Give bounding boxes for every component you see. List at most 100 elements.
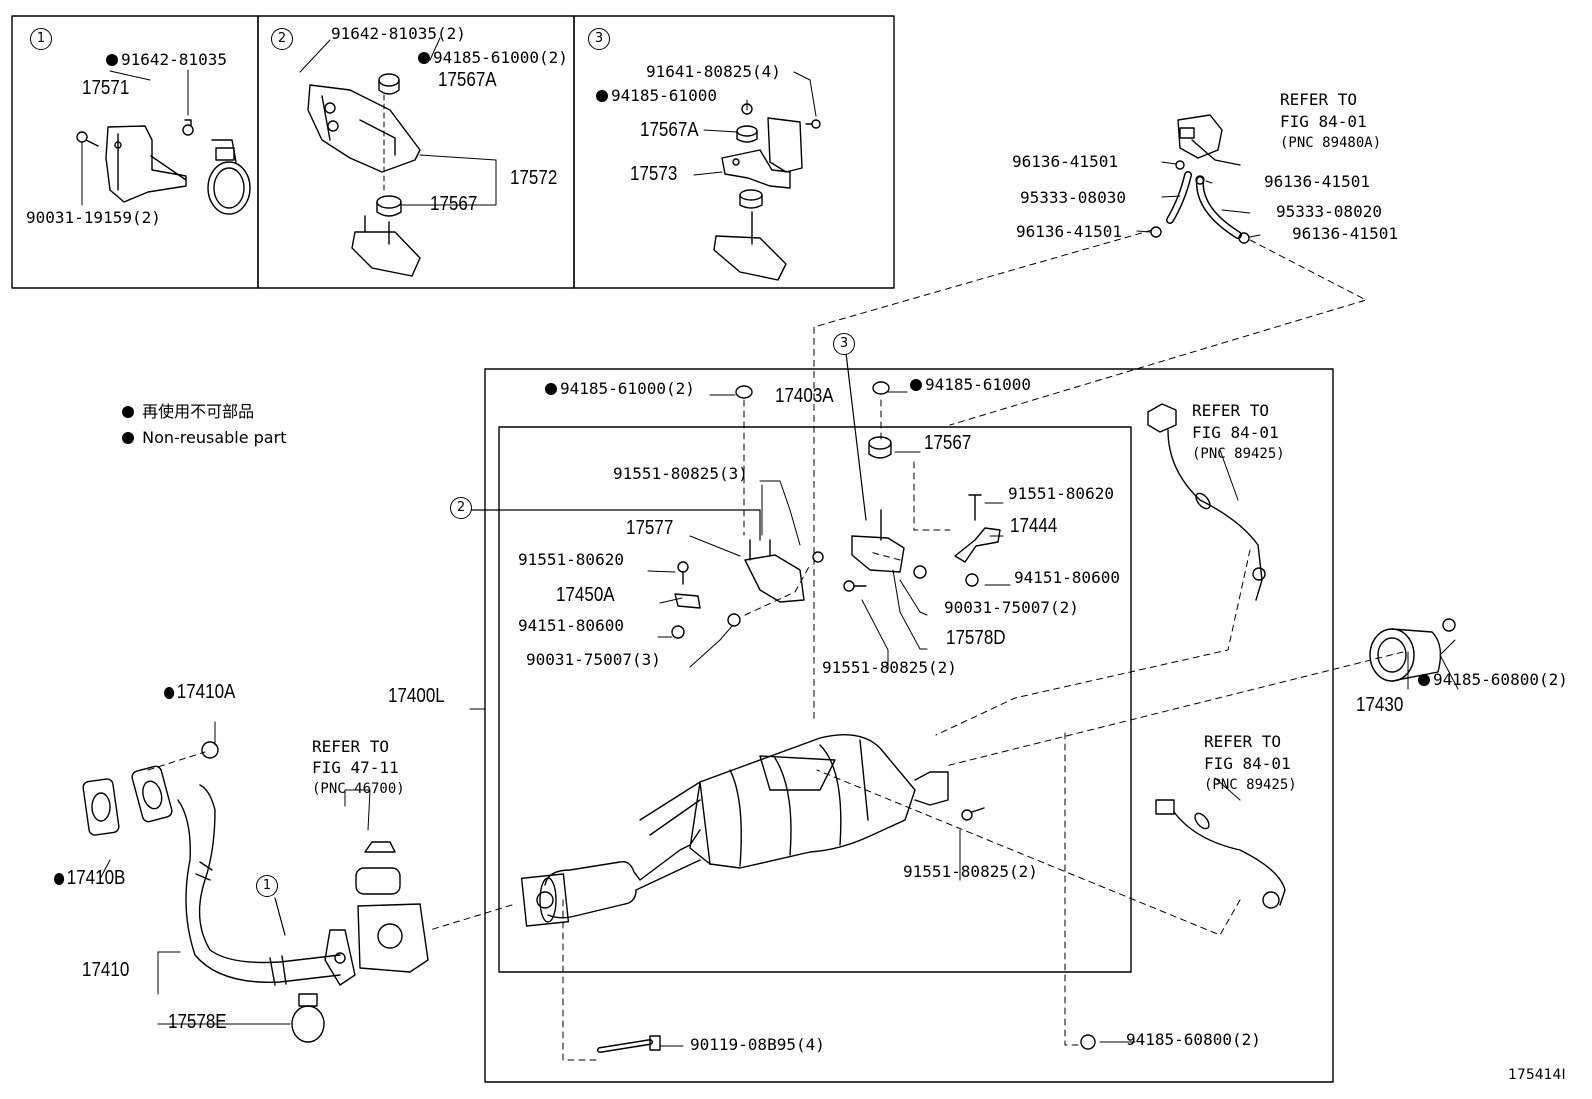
illustration-id: 175414I: [1508, 1067, 1566, 1083]
pnc-ref: (PNC 89480A): [1280, 135, 1382, 151]
clip-96136-41501-b: [1195, 175, 1205, 185]
part-label[interactable]: 94185-61000(2): [545, 381, 695, 397]
part-label[interactable]: 17567A: [438, 69, 497, 91]
fig-ref-link[interactable]: FIG 84-01: [1192, 423, 1279, 442]
non-reusable-dot-icon: [164, 687, 175, 699]
part-label[interactable]: 94151-80600: [1014, 568, 1120, 587]
part-label[interactable]: 17403A: [775, 385, 834, 407]
clip-96136-41501-c: [1150, 226, 1162, 238]
pnc-ref: (PNC 89425): [1192, 446, 1285, 462]
non-reusable-dot-icon: [106, 54, 118, 66]
nut-94185-60800-right: [1442, 618, 1456, 632]
part-label[interactable]: 17578D: [946, 627, 1006, 649]
converter-assembly-17403A: [520, 733, 949, 927]
legend-japanese-text: 再使用不可部品: [142, 402, 255, 421]
part-label[interactable]: 91642-81035: [106, 52, 227, 68]
part-label[interactable]: 17571: [82, 77, 130, 99]
part-label[interactable]: 95333-08030: [1020, 188, 1126, 207]
part-label[interactable]: 91642-81035(2): [331, 24, 466, 43]
refer-to-label: REFER TO: [1192, 401, 1270, 420]
clamp-inset1: [207, 139, 251, 215]
bracket-17578D: [851, 509, 905, 573]
lower-bracket-inset3: [713, 211, 787, 281]
part-label[interactable]: 94185-60800(2): [1126, 1030, 1261, 1049]
non-reusable-dot-icon: [545, 383, 557, 395]
part-label[interactable]: 17578E: [168, 1011, 227, 1033]
part-label[interactable]: 90031-75007(2): [944, 598, 1079, 617]
part-label[interactable]: 94185-61000: [596, 88, 717, 104]
part-label[interactable]: 94185-61000(2): [418, 50, 568, 66]
bolt-91551-80620-b: [677, 561, 689, 585]
fig-ref-link[interactable]: FIG 47-11: [312, 758, 399, 777]
part-label[interactable]: 91551-80825(3): [613, 464, 748, 483]
non-reusable-dot-icon: [910, 379, 922, 391]
part-label[interactable]: 17567: [924, 432, 972, 454]
part-label[interactable]: 17410A: [164, 682, 235, 702]
callout-2-main: 2: [450, 497, 472, 519]
part-number: 94185-60800(2): [1433, 670, 1568, 689]
part-label[interactable]: 94185-61000: [910, 377, 1031, 393]
hose-95333-08030: [1166, 171, 1192, 224]
part-label[interactable]: 17572: [510, 167, 558, 189]
part-label[interactable]: 91551-80825(2): [903, 862, 1038, 881]
rubber-mount-inset3-lower: [739, 189, 763, 209]
refer-to-label: REFER TO: [1280, 90, 1358, 109]
rubber-mount-17567A: [378, 73, 400, 95]
non-reusable-dot-icon: [596, 90, 608, 102]
part-label[interactable]: 94151-80600: [518, 616, 624, 635]
bracket-17572: [307, 84, 421, 173]
bolt-inset3: [805, 119, 821, 129]
part-label[interactable]: 17567A: [640, 119, 699, 141]
part-label[interactable]: 96136-41501: [1016, 222, 1122, 241]
part-label[interactable]: 17444: [1010, 515, 1058, 537]
bolt-inset1-b: [76, 131, 99, 147]
refer-to-label: REFER TO: [312, 737, 390, 756]
bracket-17577: [744, 539, 824, 603]
nut-94151-80600-a: [965, 573, 979, 587]
part-label[interactable]: 94185-60800(2): [1418, 672, 1568, 688]
part-label[interactable]: 91551-80825(2): [822, 658, 957, 677]
part-label[interactable]: 91551-80620: [1008, 484, 1114, 503]
nut-94185-60800-bottom: [1080, 1034, 1096, 1050]
part-label[interactable]: 95333-08020: [1276, 202, 1382, 221]
legend-english: Non-reusable part: [122, 430, 286, 446]
part-label[interactable]: 96136-41501: [1264, 172, 1370, 191]
part-label[interactable]: 90031-19159(2): [26, 208, 161, 227]
part-number: 17410B: [66, 867, 126, 889]
part-label[interactable]: 17410B: [54, 868, 125, 888]
fig-ref-link[interactable]: FIG 84-01: [1280, 112, 1367, 131]
part-label[interactable]: 96136-41501: [1292, 224, 1398, 243]
part-label[interactable]: 91551-80620: [518, 550, 624, 569]
callout-3-inset: 3: [588, 28, 610, 50]
bolt-91551-80620-a: [968, 494, 982, 521]
nut-90031-75007-a: [913, 565, 927, 579]
non-reusable-dot-icon: [54, 873, 65, 885]
nut-inset3: [741, 103, 753, 115]
part-label[interactable]: 17567: [430, 193, 478, 215]
assembly-inner-box: [498, 426, 1132, 973]
callout-3-main: 3: [833, 333, 855, 355]
part-label[interactable]: 17450A: [556, 584, 615, 606]
part-label[interactable]: 17410: [82, 959, 130, 981]
part-label[interactable]: 91641-80825(4): [646, 62, 781, 81]
bolt-90119-08B95: [597, 1035, 661, 1053]
heat-insulator-17571: [105, 125, 187, 203]
bolt-91551-80825-2-a: [843, 580, 867, 592]
part-label[interactable]: 96136-41501: [1012, 152, 1118, 171]
hose-95333-08020: [1195, 176, 1242, 239]
part-number: 94185-61000: [925, 375, 1031, 394]
part-label[interactable]: 90031-75007(3): [526, 650, 661, 669]
part-label[interactable]: 90119-08B95(4): [690, 1035, 825, 1054]
part-number: 94185-61000(2): [433, 48, 568, 67]
part-label[interactable]: 17400L: [388, 685, 445, 707]
part-label[interactable]: 17430: [1356, 694, 1404, 716]
oxygen-sensor-lower: [1155, 799, 1286, 909]
rubber-mount-17567-main: [868, 436, 892, 459]
fig-ref-link[interactable]: FIG 84-01: [1204, 754, 1291, 773]
egr-valve-46700: [355, 841, 429, 973]
part-label[interactable]: 17577: [626, 517, 674, 539]
lower-bracket-inset2: [351, 215, 421, 277]
part-label[interactable]: 17573: [630, 163, 678, 185]
bolt-inset1-a: [182, 119, 194, 136]
refer-to-label: REFER TO: [1204, 732, 1282, 751]
